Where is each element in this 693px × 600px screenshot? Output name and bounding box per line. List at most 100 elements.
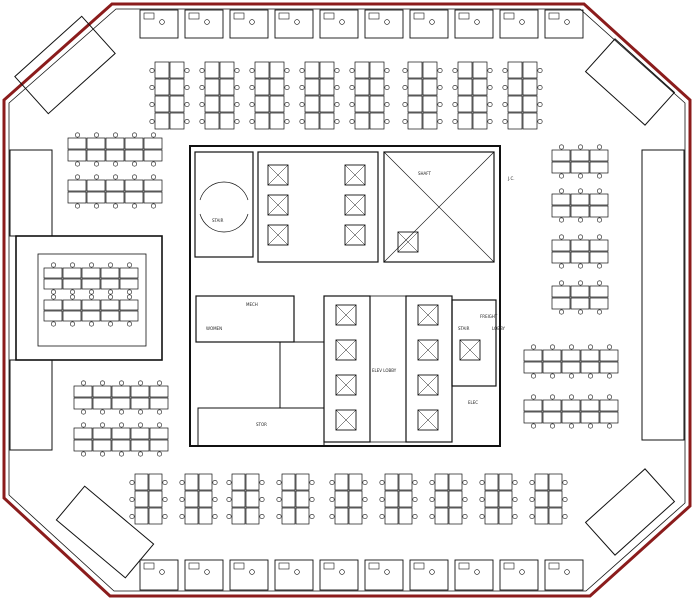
chair — [568, 373, 574, 379]
desk — [143, 191, 163, 204]
desk — [169, 112, 185, 130]
desk — [86, 149, 106, 162]
desk — [92, 427, 112, 440]
chair — [402, 68, 408, 74]
desk — [472, 78, 488, 96]
desk — [534, 490, 549, 508]
desk — [295, 490, 310, 508]
elevator-car — [344, 164, 366, 186]
chair — [151, 203, 157, 209]
chair — [577, 217, 583, 223]
chair — [157, 409, 163, 415]
desk — [105, 137, 125, 150]
training-room — [15, 235, 163, 361]
desk — [73, 385, 93, 398]
chair — [362, 496, 368, 502]
desk — [589, 251, 609, 264]
desk — [369, 78, 385, 96]
workstation-cluster — [529, 473, 568, 525]
desk — [434, 490, 449, 508]
desk — [304, 78, 320, 96]
desk — [534, 473, 549, 491]
chair — [462, 496, 468, 502]
room-label-shaft: SHAFT — [418, 171, 432, 176]
desk — [219, 112, 235, 130]
desk — [448, 473, 463, 491]
desk — [561, 361, 581, 374]
stair-arc — [199, 213, 249, 233]
chair — [558, 234, 564, 240]
chair — [349, 68, 355, 74]
elevator-car — [417, 304, 439, 326]
chair — [108, 262, 114, 268]
chair — [212, 479, 218, 485]
desk — [281, 473, 296, 491]
desk — [599, 361, 619, 374]
desk — [62, 278, 82, 290]
desk — [398, 490, 413, 508]
desk — [484, 473, 499, 491]
chair — [577, 173, 583, 179]
desk — [148, 490, 163, 508]
chair — [100, 422, 106, 428]
chair — [149, 102, 155, 108]
chair — [349, 119, 355, 125]
chair — [276, 479, 282, 485]
chair — [549, 344, 555, 350]
chair — [162, 513, 168, 519]
desk — [124, 179, 144, 192]
chair — [81, 422, 87, 428]
private-office — [499, 9, 539, 39]
chair — [129, 496, 135, 502]
desk — [254, 78, 270, 96]
chair — [75, 174, 81, 180]
chair — [100, 380, 106, 386]
chair — [89, 294, 95, 300]
desk — [134, 490, 149, 508]
elevator-car — [335, 339, 357, 361]
chair — [568, 394, 574, 400]
chair — [234, 68, 240, 74]
chair — [606, 394, 612, 400]
chair — [50, 289, 56, 295]
chair — [138, 422, 144, 428]
chair — [309, 479, 315, 485]
desk — [570, 193, 590, 206]
desk — [522, 112, 538, 130]
chair — [309, 513, 315, 519]
chair — [437, 102, 443, 108]
stair-north — [194, 151, 254, 258]
desk — [73, 439, 93, 452]
building-core — [189, 145, 501, 447]
desk — [484, 490, 499, 508]
desk — [422, 95, 438, 113]
desk — [354, 112, 370, 130]
desk — [551, 205, 571, 218]
chair — [284, 119, 290, 125]
desk — [119, 267, 139, 279]
desk — [570, 251, 590, 264]
desk — [384, 507, 399, 525]
chair — [149, 68, 155, 74]
chair — [530, 394, 536, 400]
chair — [429, 496, 435, 502]
desk — [551, 193, 571, 206]
chair — [89, 262, 95, 268]
chair — [530, 344, 536, 350]
desk — [100, 267, 120, 279]
desk — [348, 490, 363, 508]
private-office — [364, 9, 404, 39]
desk — [561, 411, 581, 424]
workstation-cluster — [551, 188, 609, 223]
chair — [199, 119, 205, 125]
desk — [319, 95, 335, 113]
desk — [73, 427, 93, 440]
desk — [281, 507, 296, 525]
desk — [119, 299, 139, 311]
desk — [369, 95, 385, 113]
chair — [226, 513, 232, 519]
desk — [551, 239, 571, 252]
chair — [89, 289, 95, 295]
